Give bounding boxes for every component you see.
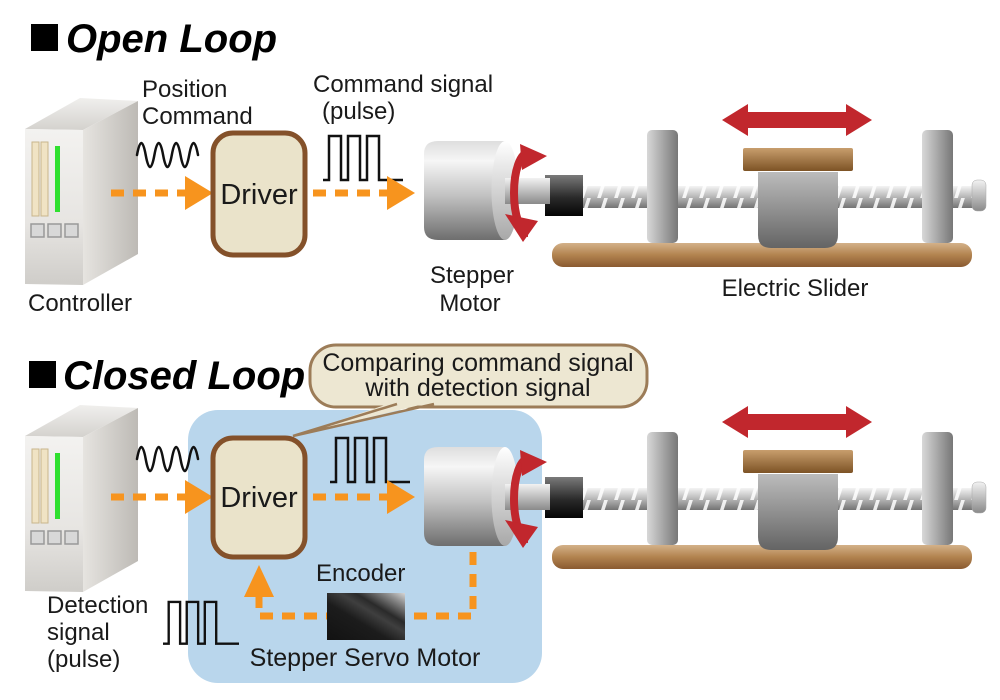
- section-marker: [31, 24, 58, 51]
- section-marker: [29, 361, 56, 388]
- encoder-box: [327, 593, 405, 640]
- electric-slider: [544, 103, 987, 268]
- motor-label-line2: Motor: [439, 290, 500, 317]
- speech-bubble-tail-outline: [292, 402, 435, 438]
- closed-loop-section: Closed Loop Comparing command signal wit…: [24, 343, 987, 683]
- bubble-text-line2: with detection signal: [364, 374, 590, 402]
- command-signal-label-line1: Command signal: [313, 71, 493, 98]
- driver-box: [210, 435, 308, 560]
- detection-signal-label-line1: Detection: [47, 592, 148, 619]
- open-loop-title: Open Loop: [66, 17, 277, 61]
- detection-signal-label-line2: signal: [47, 619, 110, 646]
- position-command-label-line1: Position: [142, 76, 227, 103]
- feedback-arrowhead: [244, 565, 274, 597]
- speech-bubble: Comparing command signal with detection …: [292, 343, 649, 438]
- open-loop-section: Open Loop Controller Position Command Dr…: [24, 17, 987, 317]
- controller-label: Controller: [28, 290, 132, 317]
- feedback-path: [255, 552, 477, 620]
- stepper-motor: [424, 141, 550, 242]
- electric-slider: [544, 405, 987, 570]
- driver-label: Driver: [220, 179, 298, 211]
- command-signal-label-line2: (pulse): [322, 98, 395, 125]
- pulse-wave-icon: [321, 134, 405, 182]
- motor-label-line1: Stepper: [430, 262, 514, 289]
- bubble-text-line1: Comparing command signal: [322, 349, 633, 377]
- driver-label: Driver: [220, 482, 298, 514]
- sine-wave-icon: [135, 141, 200, 169]
- electric-slider-label: Electric Slider: [722, 275, 869, 302]
- detection-signal-label-line3: (pulse): [47, 646, 120, 673]
- encoder-label: Encoder: [316, 560, 405, 587]
- position-command-label-line2: Command: [142, 103, 253, 130]
- servo-unit-label: Stepper Servo Motor: [250, 644, 481, 672]
- closed-loop-title: Closed Loop: [63, 354, 305, 398]
- speech-bubble-body: [308, 343, 649, 409]
- stepper-servo-motor: [424, 447, 550, 548]
- driver-box: [210, 130, 308, 258]
